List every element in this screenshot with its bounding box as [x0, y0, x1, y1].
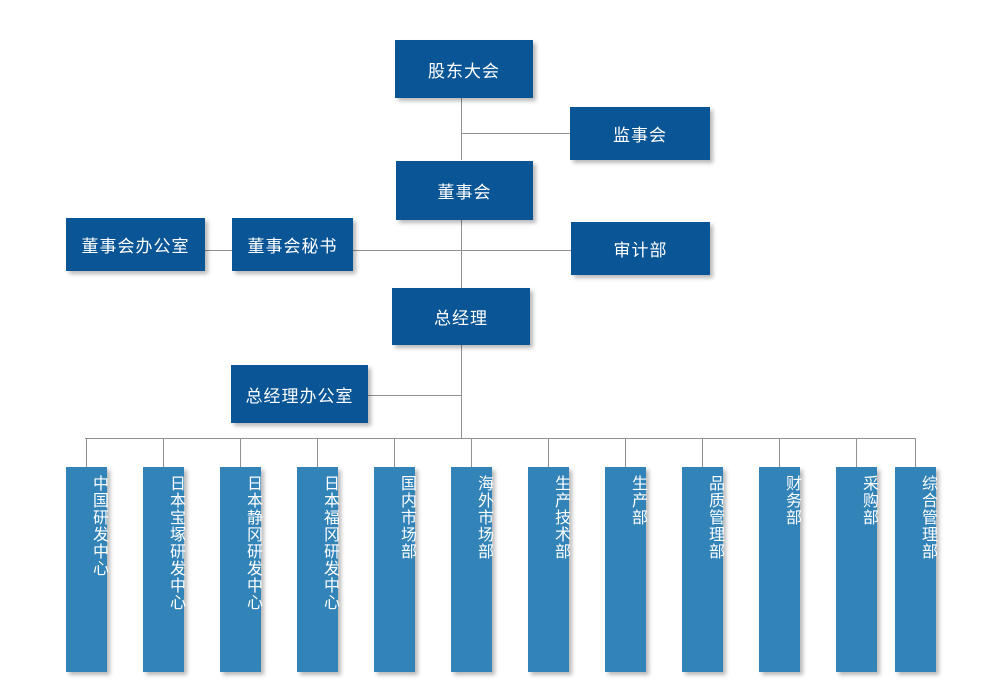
- node-department-4[interactable]: 日本福冈研发中心: [297, 467, 338, 672]
- node-label: 中国研发中心: [90, 475, 107, 577]
- node-board-office[interactable]: 董事会办公室: [66, 218, 205, 271]
- node-label: 审计部: [613, 241, 668, 260]
- node-department-6[interactable]: 海外市场部: [451, 467, 492, 672]
- node-label: 日本宝塚研发中心: [167, 475, 184, 611]
- node-department-12[interactable]: 综合管理部: [895, 467, 936, 672]
- connector-gm-to-distribution: [461, 345, 462, 439]
- node-department-8[interactable]: 生产部: [605, 467, 646, 672]
- connector-board-to-gm: [461, 220, 462, 288]
- connector-shareholders-to-board: [461, 98, 462, 160]
- node-department-1[interactable]: 中国研发中心: [66, 467, 107, 672]
- node-label: 国内市场部: [398, 475, 415, 560]
- node-board-secretary[interactable]: 董事会秘书: [232, 218, 353, 271]
- connector-board-office-to-secretary: [205, 250, 233, 251]
- connector-stem-dept-9: [702, 438, 703, 467]
- connector-secretary-to-audit: [353, 250, 571, 251]
- connector-stem-dept-8: [625, 438, 626, 467]
- node-department-10[interactable]: 财务部: [759, 467, 800, 672]
- node-label: 生产部: [629, 475, 646, 526]
- node-department-2[interactable]: 日本宝塚研发中心: [143, 467, 184, 672]
- node-board-of-directors[interactable]: 董事会: [396, 161, 533, 220]
- connector-stem-dept-4: [317, 438, 318, 467]
- connector-stem-dept-6: [471, 438, 472, 467]
- node-label: 监事会: [613, 126, 667, 145]
- node-label: 海外市场部: [475, 475, 492, 560]
- connector-stem-dept-7: [548, 438, 549, 467]
- node-department-9[interactable]: 品质管理部: [682, 467, 723, 672]
- node-department-7[interactable]: 生产技术部: [528, 467, 569, 672]
- connector-stem-dept-5: [394, 438, 395, 467]
- node-audit-department[interactable]: 审计部: [571, 222, 710, 275]
- node-label: 日本静冈研发中心: [244, 475, 261, 611]
- node-label: 采购部: [860, 475, 877, 526]
- node-label: 董事会: [437, 183, 492, 202]
- node-label: 股东大会: [428, 61, 500, 81]
- node-shareholders-meeting[interactable]: 股东大会: [395, 40, 533, 98]
- node-label: 总经理: [434, 309, 488, 328]
- connector-gm-office-to-trunk: [368, 395, 462, 396]
- connector-stem-dept-1: [86, 438, 87, 467]
- node-department-3[interactable]: 日本静冈研发中心: [220, 467, 261, 672]
- node-label: 生产技术部: [552, 475, 569, 560]
- node-general-manager[interactable]: 总经理: [392, 288, 530, 345]
- node-label: 财务部: [783, 475, 800, 526]
- node-label: 总经理办公室: [245, 386, 354, 406]
- node-board-of-supervisors[interactable]: 监事会: [570, 107, 710, 160]
- distribution-bar: [85, 438, 916, 439]
- connector-stem-dept-10: [779, 438, 780, 467]
- node-label: 综合管理部: [919, 475, 936, 560]
- connector-stem-dept-11: [856, 438, 857, 467]
- connector-trunk-to-supervisors: [461, 133, 571, 134]
- node-label: 日本福冈研发中心: [321, 475, 338, 611]
- connector-stem-dept-12: [915, 438, 916, 467]
- node-department-11[interactable]: 采购部: [836, 467, 877, 672]
- node-gm-office[interactable]: 总经理办公室: [231, 365, 368, 423]
- connector-stem-dept-3: [240, 438, 241, 467]
- node-department-5[interactable]: 国内市场部: [374, 467, 415, 672]
- node-label: 品质管理部: [706, 475, 723, 560]
- connector-stem-dept-2: [163, 438, 164, 467]
- node-label: 董事会办公室: [81, 237, 190, 256]
- node-label: 董事会秘书: [247, 237, 338, 256]
